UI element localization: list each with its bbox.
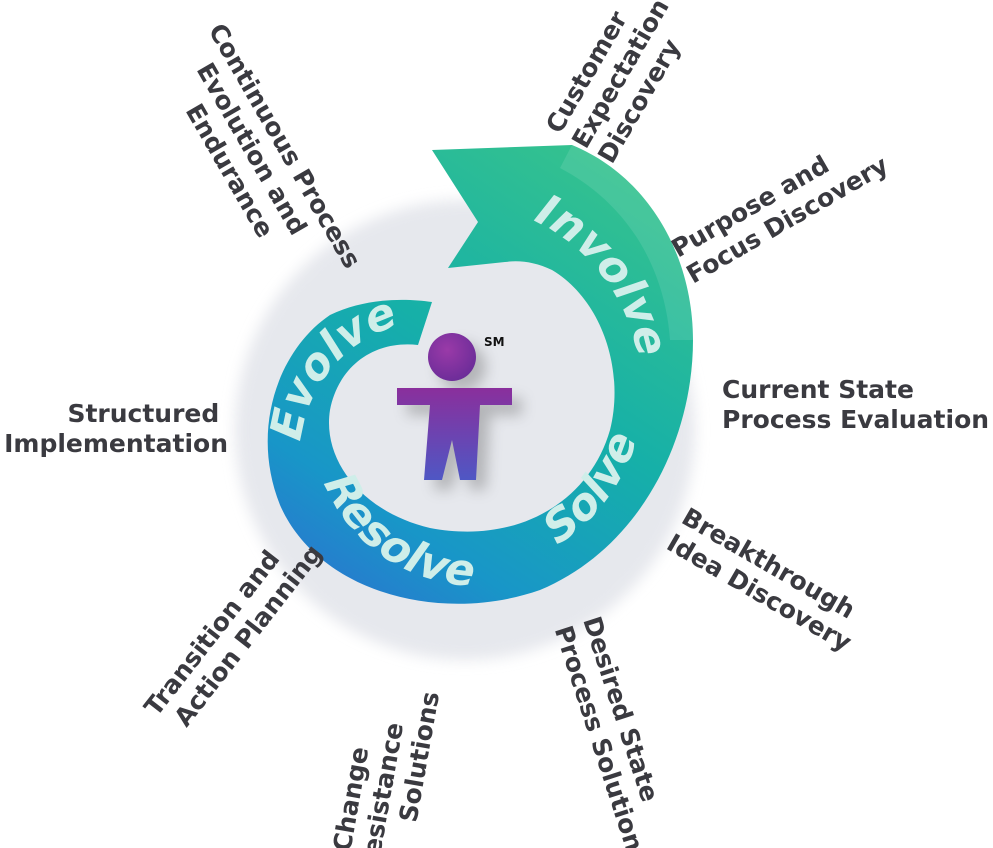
person-body	[397, 388, 512, 480]
spiral-sheen	[560, 145, 693, 340]
person-head	[428, 333, 476, 381]
label-transition-action-planning: Transition and Action Planning	[138, 521, 327, 740]
label-purpose-focus-discovery: Purpose and Focus Discovery	[667, 124, 894, 289]
label-desired-state-process-solution: Desired State Process Solution	[549, 613, 678, 848]
spiral-arrow	[267, 145, 693, 604]
label-continuous-process-evolution: Continuous Process Evolution and Enduran…	[151, 19, 371, 311]
label-structured-implementation: Structured Implementation	[4, 399, 228, 458]
person-logo: SM	[397, 333, 522, 490]
label-change-resistance-solutions: Change Resistance Solutions	[324, 679, 445, 848]
trademark-mark: SM	[484, 335, 505, 349]
label-current-state-process-evaluation: Current State Process Evaluation	[722, 375, 989, 434]
label-breakthrough-idea-discovery: Breakthrough Idea Discovery	[662, 502, 871, 657]
label-customer-expectation-discovery: Customer Expectation Discovery	[540, 0, 705, 168]
